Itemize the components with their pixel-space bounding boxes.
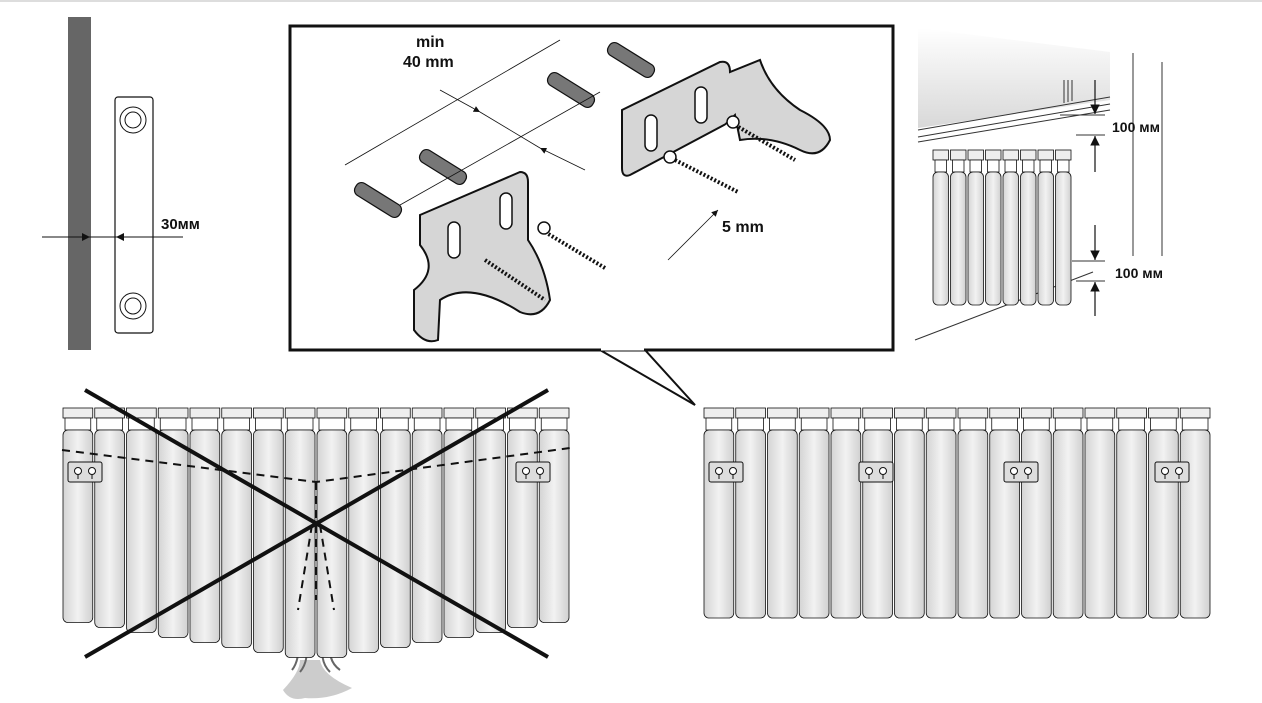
top-clearance-label: 100 мм bbox=[1112, 119, 1160, 135]
radiator-section bbox=[507, 407, 538, 628]
radiator-section bbox=[62, 407, 94, 623]
radiator-section bbox=[157, 407, 189, 638]
radiator-section bbox=[1179, 407, 1211, 619]
radiator-section bbox=[284, 407, 316, 658]
radiator-section bbox=[957, 407, 989, 619]
radiator-section bbox=[475, 407, 506, 633]
spacing-label: 40 mm bbox=[403, 54, 454, 71]
radiator-section bbox=[380, 407, 411, 648]
wall-dowels bbox=[353, 41, 656, 219]
radiator-section bbox=[735, 407, 766, 619]
radiator-section bbox=[126, 407, 157, 633]
bracket-icon bbox=[858, 461, 894, 483]
radiator-section bbox=[1020, 149, 1037, 306]
radiator-section bbox=[1052, 407, 1084, 619]
bottom-clearance-label: 100 мм bbox=[1115, 265, 1163, 281]
wall bbox=[68, 17, 91, 350]
incorrect-installation bbox=[61, 388, 571, 699]
radiator-section bbox=[221, 407, 252, 648]
correct-installation bbox=[703, 407, 1211, 619]
radiator-section bbox=[830, 407, 862, 619]
callout-pointer bbox=[596, 349, 696, 406]
bracket-icon bbox=[67, 461, 103, 483]
water-leak bbox=[283, 660, 352, 699]
bracket-callout: min 40 mm 5 mm bbox=[288, 24, 895, 406]
wall-gap-label: 30мм bbox=[161, 216, 200, 233]
radiator-section bbox=[798, 407, 830, 619]
mounting-bracket-left bbox=[413, 170, 552, 343]
windowsill bbox=[918, 28, 1110, 128]
radiator-section bbox=[703, 407, 735, 619]
radiator-section bbox=[1021, 407, 1052, 619]
radiator-section bbox=[94, 407, 125, 628]
mounting-bracket-right bbox=[621, 58, 832, 177]
radiator-section bbox=[1148, 407, 1179, 619]
radiator-wall-view bbox=[932, 149, 1072, 306]
radiator-section bbox=[894, 407, 925, 619]
radiator-section bbox=[316, 407, 348, 658]
bracket-icon bbox=[1003, 461, 1039, 483]
radiator-section bbox=[932, 149, 949, 306]
brackets bbox=[67, 461, 1190, 483]
screw-hole bbox=[119, 292, 147, 320]
screws bbox=[483, 123, 797, 302]
radiator-section bbox=[989, 407, 1020, 619]
radiator-section bbox=[538, 407, 570, 623]
radiator-section bbox=[1084, 407, 1116, 619]
min-label: min bbox=[416, 34, 444, 51]
radiator-section bbox=[443, 407, 475, 638]
radiator-section bbox=[348, 407, 379, 653]
radiator-section bbox=[1055, 149, 1072, 306]
bracket-icon bbox=[1154, 461, 1190, 483]
screw-diameter-label: 5 mm bbox=[722, 219, 764, 236]
clearance-view: 100 мм 100 мм bbox=[914, 28, 1163, 341]
radiator-section bbox=[925, 407, 957, 619]
radiator-section bbox=[1002, 149, 1019, 306]
radiator-section bbox=[950, 149, 967, 306]
radiator-section bbox=[985, 149, 1002, 306]
radiator-section bbox=[767, 407, 798, 619]
radiator-section bbox=[967, 149, 984, 306]
bracket-icon bbox=[708, 461, 744, 483]
bracket-icon bbox=[515, 461, 551, 483]
radiator-section bbox=[1116, 407, 1147, 619]
callout-box bbox=[288, 24, 895, 352]
bracket-plate bbox=[114, 96, 154, 334]
deflection-lines bbox=[61, 447, 571, 611]
wall-gap-detail: 30мм bbox=[42, 17, 200, 350]
radiator-section bbox=[411, 407, 443, 643]
radiator-section bbox=[862, 407, 893, 619]
radiator-section bbox=[253, 407, 284, 653]
radiator-section bbox=[1037, 149, 1054, 306]
radiator-section bbox=[189, 407, 221, 643]
screw-hole bbox=[119, 106, 147, 134]
